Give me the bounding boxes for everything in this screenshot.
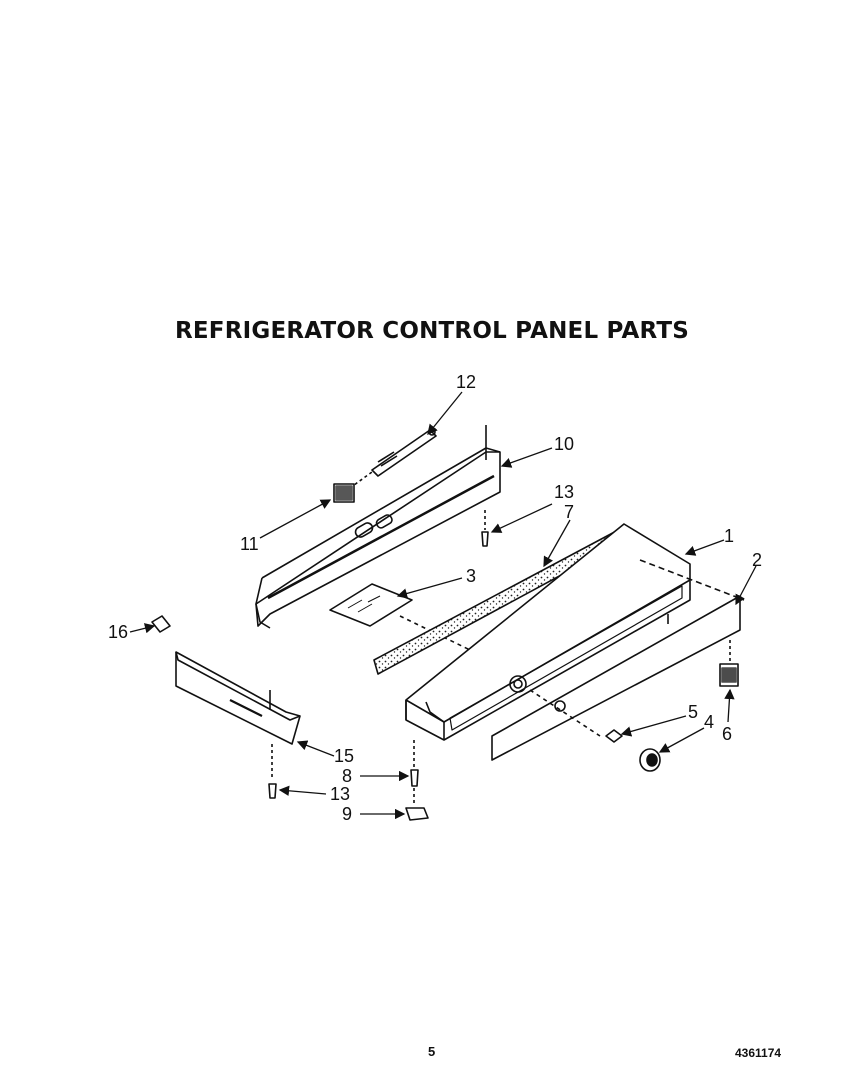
part-1-control-housing — [405, 523, 745, 741]
callout-13-upper: 13 — [554, 482, 574, 502]
document-number: 4361174 — [735, 1046, 782, 1060]
callout-6: 6 — [722, 724, 732, 744]
part-11-switch — [333, 483, 355, 503]
callout-13-lower: 13 — [330, 784, 350, 804]
leader-lines — [129, 391, 757, 820]
page-number: 5 — [428, 1044, 436, 1059]
callout-1: 1 — [724, 526, 734, 546]
callout-2: 2 — [752, 550, 762, 570]
callout-7: 7 — [564, 502, 574, 522]
part-13-screw-lower — [268, 783, 277, 799]
callout-15: 15 — [334, 746, 354, 766]
callout-12: 12 — [456, 372, 476, 392]
callout-16: 16 — [108, 622, 128, 642]
part-3-plate — [329, 583, 471, 651]
callout-5: 5 — [688, 702, 698, 722]
callout-10: 10 — [554, 434, 574, 454]
callout-labels: 12 10 11 13 7 3 1 2 16 5 4 6 15 8 13 9 — [108, 372, 762, 824]
callout-3: 3 — [466, 566, 476, 586]
page-title: REFRIGERATOR CONTROL PANEL PARTS — [174, 318, 690, 344]
part-15-trim-strip — [175, 651, 301, 780]
part-6-switch — [719, 640, 739, 687]
part-8-screw — [410, 740, 419, 804]
part-5-clip — [605, 729, 623, 743]
part-9-nut — [405, 807, 429, 821]
part-16-clip — [151, 615, 171, 633]
part-4-knob — [639, 748, 661, 772]
callout-4: 4 — [704, 712, 714, 732]
callout-11: 11 — [240, 534, 259, 554]
callout-9: 9 — [342, 804, 352, 824]
callout-8: 8 — [342, 766, 352, 786]
part-2-trim — [491, 595, 741, 761]
part-13-screw-upper — [481, 510, 489, 547]
part-10-control-bracket — [255, 425, 501, 629]
part-12-sensor-bulb — [349, 428, 437, 489]
